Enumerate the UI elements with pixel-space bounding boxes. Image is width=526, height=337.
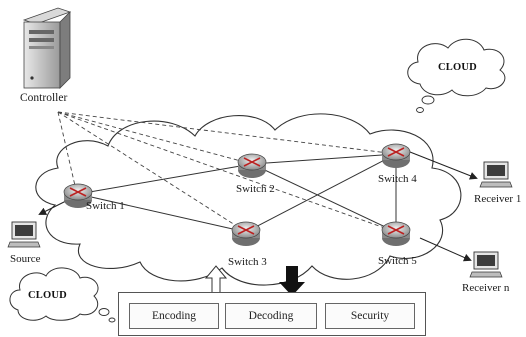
switch-2-icon bbox=[237, 153, 267, 178]
controller-link-s5 bbox=[57, 111, 397, 233]
link-s1-s3 bbox=[77, 193, 247, 233]
controller-link-s4 bbox=[57, 111, 397, 155]
cloud-bottom-left-bubble-small bbox=[108, 317, 116, 323]
switch-1-icon bbox=[63, 183, 93, 208]
encoding-module[interactable]: Encoding bbox=[129, 303, 219, 329]
download-arrow-icon bbox=[279, 266, 305, 296]
source-computer-icon bbox=[7, 221, 41, 248]
switch-links bbox=[77, 153, 397, 233]
controller-server-icon bbox=[22, 7, 72, 89]
decoding-module[interactable]: Decoding bbox=[225, 303, 317, 329]
receiver-1-computer-icon bbox=[479, 161, 513, 188]
controller-link-s3 bbox=[57, 111, 247, 233]
link-s2-s5 bbox=[251, 163, 397, 233]
switch-2-label: Switch 2 bbox=[236, 183, 275, 195]
cloud-bottom-left-bubble bbox=[98, 308, 110, 316]
receiver-1-label: Receiver 1 bbox=[474, 193, 522, 205]
switch-1-label: Switch 1 bbox=[86, 200, 125, 212]
switch-5-label: Switch 5 bbox=[378, 255, 417, 267]
controller-link-s2 bbox=[57, 111, 253, 165]
switch-4-icon bbox=[381, 143, 411, 168]
controller-links bbox=[57, 111, 397, 233]
receiver-n-computer-icon bbox=[469, 251, 503, 278]
switch-3-label: Switch 3 bbox=[228, 256, 267, 268]
controller-link-s1 bbox=[57, 111, 77, 191]
switch-5-icon bbox=[381, 221, 411, 246]
cloud-bottom-left-icon bbox=[9, 267, 99, 321]
source-label: Source bbox=[10, 253, 41, 265]
arrow-to-receiver-1 bbox=[409, 151, 478, 180]
switch-3-icon bbox=[231, 221, 261, 246]
arrow-to-receiver-n bbox=[419, 237, 472, 262]
link-s1-s2 bbox=[77, 163, 253, 195]
cloud-top-right-bubble bbox=[421, 95, 435, 105]
cloud-top-right-label: CLOUD bbox=[438, 62, 477, 73]
switch-4-label: Switch 4 bbox=[378, 173, 417, 185]
link-s3-s4 bbox=[245, 153, 397, 233]
controller-label: Controller bbox=[20, 92, 68, 104]
receiver-n-label: Receiver n bbox=[462, 282, 510, 294]
module-panel: Encoding Decoding Security bbox=[118, 292, 426, 336]
cloud-bottom-left-label: CLOUD bbox=[28, 290, 67, 301]
cloud-top-right-bubble-small bbox=[416, 107, 424, 113]
link-s2-s4 bbox=[251, 153, 397, 165]
security-module[interactable]: Security bbox=[325, 303, 415, 329]
cloud-top-right-icon bbox=[407, 38, 506, 97]
upload-arrow-icon bbox=[204, 265, 228, 295]
